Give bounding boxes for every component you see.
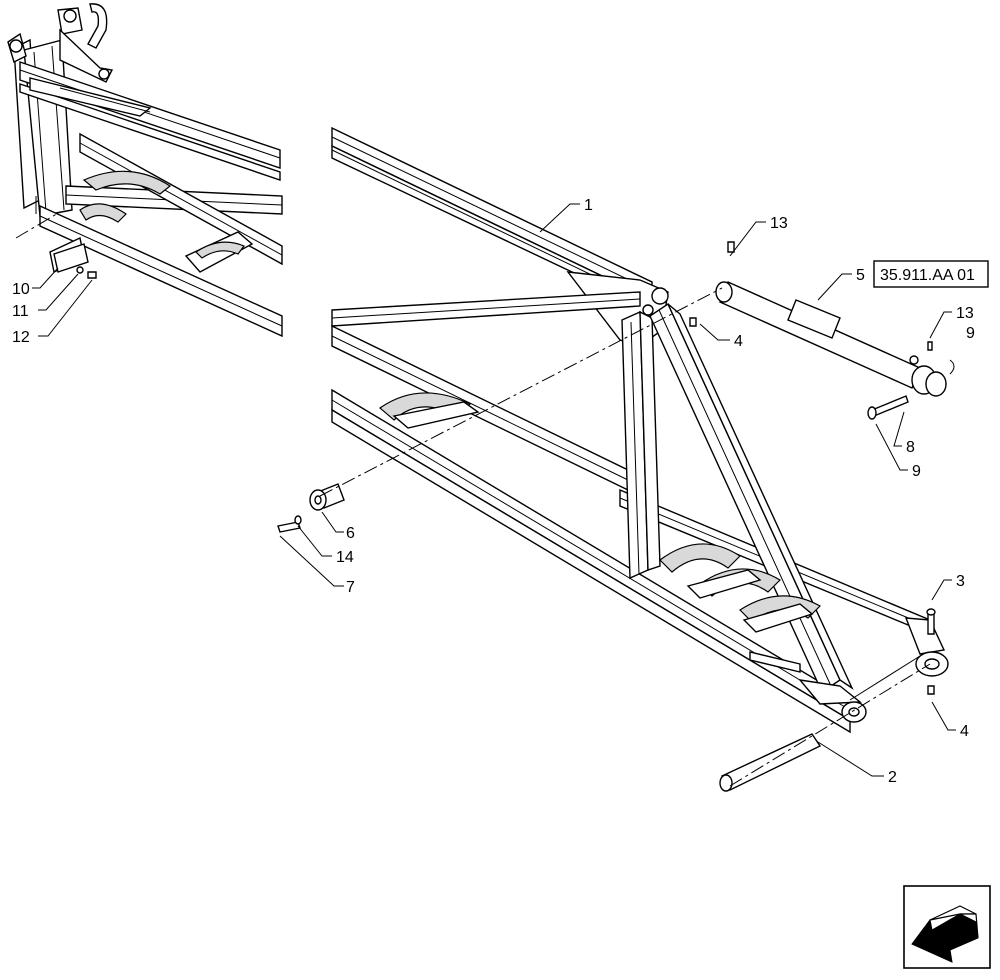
plate-part-10 xyxy=(53,243,89,273)
callout-13-upper: 13 xyxy=(770,215,788,232)
callout-14: 14 xyxy=(336,549,354,566)
callout-12: 12 xyxy=(12,329,30,346)
callout-2: 2 xyxy=(888,769,897,786)
nut-part-4-upper xyxy=(689,317,697,327)
callout-leaders xyxy=(32,203,956,777)
callout-6: 6 xyxy=(346,525,355,542)
callout-4-lower: 4 xyxy=(960,723,969,740)
bolt-part-3 xyxy=(926,608,936,635)
view-direction-arrow-icon xyxy=(903,885,991,969)
callout-1: 1 xyxy=(584,197,593,214)
callout-4-upper: 4 xyxy=(734,333,743,350)
callout-3: 3 xyxy=(956,573,965,590)
callout-13-lower: 13 xyxy=(956,305,974,322)
main-boom-frame xyxy=(331,126,949,734)
callout-7: 7 xyxy=(346,579,355,596)
washer-part-11 xyxy=(76,266,84,274)
inner-boom-frame xyxy=(7,3,283,338)
nut-part-4-lower xyxy=(927,685,935,695)
hydraulic-cylinder xyxy=(715,281,947,397)
callout-9-lower: 9 xyxy=(912,463,921,480)
fitting-part-13-upper xyxy=(727,241,735,253)
callout-labels: 1 2 3 4 4 5 6 7 8 9 9 10 11 12 13 13 14 xyxy=(12,197,975,786)
callout-5: 5 xyxy=(856,267,865,284)
screw-part-12 xyxy=(87,271,97,279)
callout-8: 8 xyxy=(906,439,915,456)
assembly-center-lines xyxy=(15,211,931,787)
callout-11: 11 xyxy=(12,303,29,320)
pin-part-8 xyxy=(867,395,909,420)
reference-box-label: 35.911.AA 01 xyxy=(880,267,975,284)
reference-box[interactable]: 35.911.AA 01 xyxy=(873,260,989,288)
callout-9-upper: 9 xyxy=(966,325,975,342)
bushing-part-6 xyxy=(309,483,345,511)
washer-part-14 xyxy=(294,515,302,525)
callout-10: 10 xyxy=(12,281,30,298)
fitting-part-13-lower xyxy=(927,341,933,351)
clip-part-9-upper xyxy=(949,359,955,375)
